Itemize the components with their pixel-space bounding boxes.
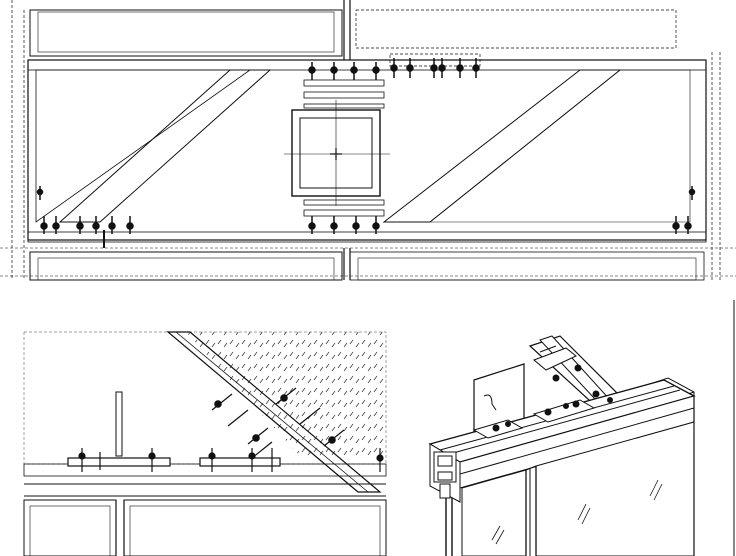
tube-upper-plates [303, 79, 385, 109]
top-right-panel-outline [355, 9, 677, 49]
detail-frame-right [123, 499, 387, 556]
top-bolt-row [308, 53, 481, 80]
left-diagonal-brace [58, 69, 272, 223]
iso-glass-reflection-marks [491, 479, 663, 545]
right-diagonal-brace [382, 69, 622, 223]
tube-lower-plates [303, 199, 385, 217]
bottom-bolt-row [36, 186, 696, 248]
main-slab [27, 59, 707, 241]
left-insulation-block [35, 69, 252, 223]
iso-mullion-end [433, 451, 457, 556]
detail-frame-left [23, 499, 117, 556]
plan-section [0, 0, 736, 281]
iso-glass-panel-left [461, 469, 527, 556]
right-infill [429, 69, 691, 223]
detail-brace-bolts [211, 387, 345, 459]
detail-dashed-infill [186, 332, 386, 456]
isometric-view [428, 300, 735, 556]
detail-diagonal-brace [166, 331, 382, 493]
detail-bracket-left [67, 448, 384, 472]
top-left-panel [29, 9, 343, 57]
detail-fin-plate [115, 391, 123, 457]
detail-section [23, 331, 387, 556]
